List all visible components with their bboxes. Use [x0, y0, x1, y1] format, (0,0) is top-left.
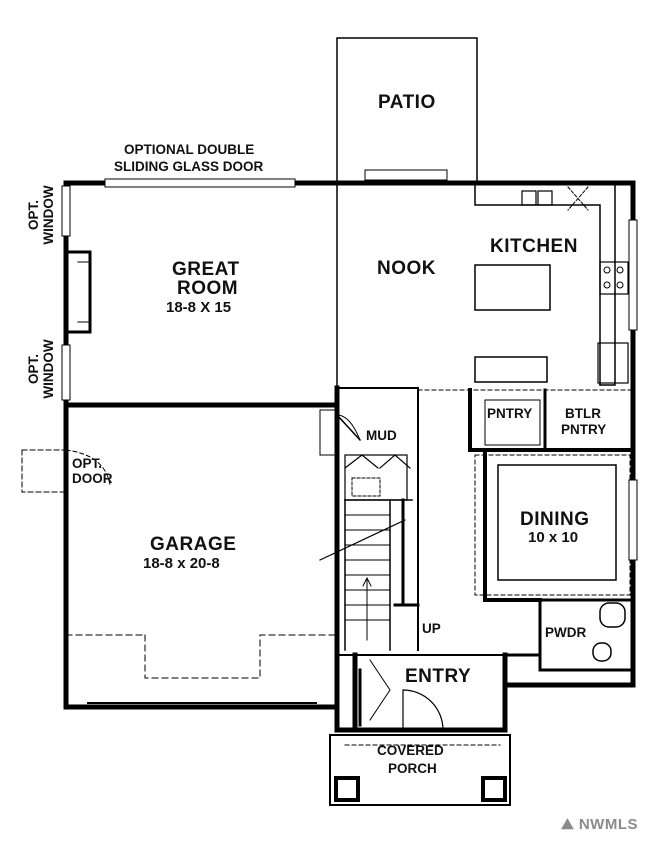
dining-label: DINING: [520, 509, 590, 530]
opt-window-bottom-text: OPT. WINDOW: [26, 339, 56, 399]
garage-dimension: 18-8 x 20-8: [143, 555, 220, 572]
nook-label: NOOK: [377, 258, 436, 279]
opt-window-top-text: OPT. WINDOW: [26, 185, 56, 245]
mud-label: MUD: [366, 428, 397, 443]
optional-door-note-line2: SLIDING GLASS DOOR: [114, 159, 264, 174]
butler-pantry-label-1: BTLR: [565, 406, 601, 421]
butler-pantry-label-2: PNTRY: [561, 422, 607, 437]
dining-dimension: 10 x 10: [528, 529, 579, 546]
great-room-label-2: ROOM: [177, 278, 239, 299]
opt-window-top-label: OPT. WINDOW: [26, 185, 61, 245]
covered-porch-label-2: PORCH: [388, 761, 437, 776]
watermark-text: NWMLS: [578, 816, 638, 833]
patio-label: PATIO: [378, 92, 436, 113]
optional-door-note-line1: OPTIONAL DOUBLE: [124, 142, 255, 157]
opt-door-label-2: DOOR: [72, 471, 113, 486]
powder-label: PWDR: [545, 625, 587, 640]
great-room-label-1: GREAT: [172, 259, 240, 280]
stairs-up-label: UP: [422, 621, 441, 636]
covered-porch-label-1: COVERED: [377, 743, 444, 758]
entry-label: ENTRY: [405, 666, 472, 687]
garage-label: GARAGE: [150, 534, 237, 555]
nwmls-watermark: ⛰ NWMLS: [561, 816, 638, 833]
watermark-icon: ⛰: [561, 816, 575, 833]
great-room-dimension: 18-8 X 15: [166, 299, 232, 316]
kitchen-label: KITCHEN: [490, 236, 578, 257]
opt-window-bottom-label: OPT. WINDOW: [26, 339, 61, 399]
opt-door-label-1: OPT.: [72, 456, 103, 471]
pantry-label: PNTRY: [487, 406, 533, 421]
